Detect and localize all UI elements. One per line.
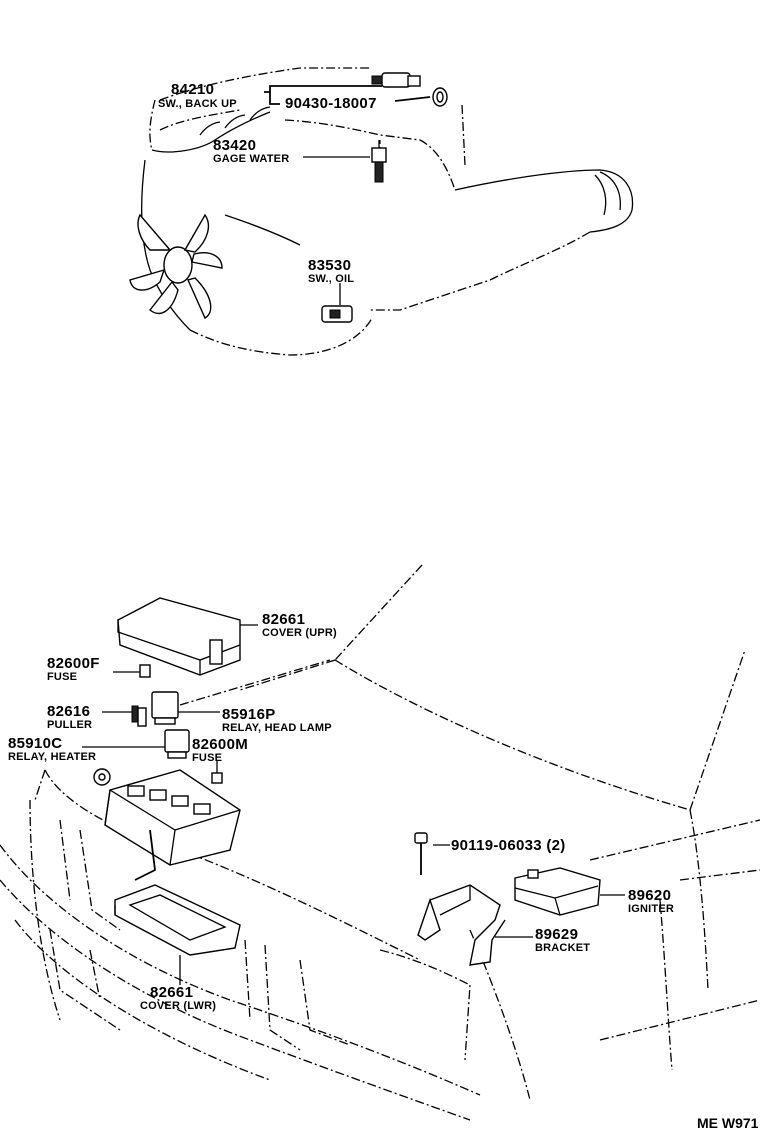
engine-illustration — [129, 67, 634, 356]
part-number-82616: 82616 — [47, 703, 90, 720]
part-name-oil-switch: SW., OIL — [308, 273, 354, 285]
part-number-90430-18007: 90430-18007 — [285, 95, 377, 112]
fuse-icon — [139, 664, 151, 678]
part-name-relay-head-lamp: RELAY, HEAD LAMP — [222, 722, 332, 734]
part-name-cover-upper: COVER (UPR) — [262, 627, 337, 639]
water-gage-icon — [371, 140, 387, 183]
part-name-cover-lower: COVER (LWR) — [140, 1000, 216, 1012]
part-number-90119-06033: 90119-06033 (2) — [451, 837, 566, 854]
part-name-fuse-m: FUSE — [192, 752, 222, 764]
part-number-84210: 84210 — [171, 81, 214, 98]
cover-upper-icon — [117, 597, 241, 676]
fan-icon — [129, 213, 223, 320]
part-number-82600F: 82600F — [47, 655, 100, 672]
bracket-icon — [417, 884, 506, 966]
part-number-89629: 89629 — [535, 926, 578, 943]
part-number-83530: 83530 — [308, 257, 351, 274]
oil-switch-icon — [321, 305, 353, 323]
back-up-switch-icon — [371, 72, 421, 88]
igniter-icon — [514, 867, 601, 916]
part-name-igniter: IGNITER — [628, 903, 674, 915]
bolt-icon — [414, 832, 428, 875]
part-name-back-up-switch: SW., BACK UP — [158, 98, 237, 110]
fuse-small-icon — [211, 772, 223, 784]
diagram-code: ME W971 — [697, 1115, 759, 1131]
relay-heater-icon — [164, 729, 190, 759]
cover-lower-icon — [114, 884, 241, 956]
part-number-82661-lower: 82661 — [150, 984, 193, 1001]
part-name-fuse-f: FUSE — [47, 671, 77, 683]
part-number-85916P: 85916P — [222, 706, 276, 723]
part-number-82661-upper: 82661 — [262, 611, 305, 628]
relay-head-lamp-icon — [151, 691, 179, 725]
gasket-icon — [432, 87, 448, 107]
part-number-89620: 89620 — [628, 887, 671, 904]
relay-block-icon — [93, 768, 241, 881]
part-name-gage-water: GAGE WATER — [213, 153, 289, 165]
puller-icon — [131, 705, 147, 727]
part-name-bracket: BRACKET — [535, 942, 590, 954]
part-number-82600M: 82600M — [192, 736, 248, 753]
part-number-85910C: 85910C — [8, 735, 62, 752]
part-name-relay-heater: RELAY, HEATER — [8, 751, 96, 763]
part-name-puller: PULLER — [47, 719, 92, 731]
part-number-83420: 83420 — [213, 137, 256, 154]
vehicle-front-illustration — [0, 564, 761, 1121]
